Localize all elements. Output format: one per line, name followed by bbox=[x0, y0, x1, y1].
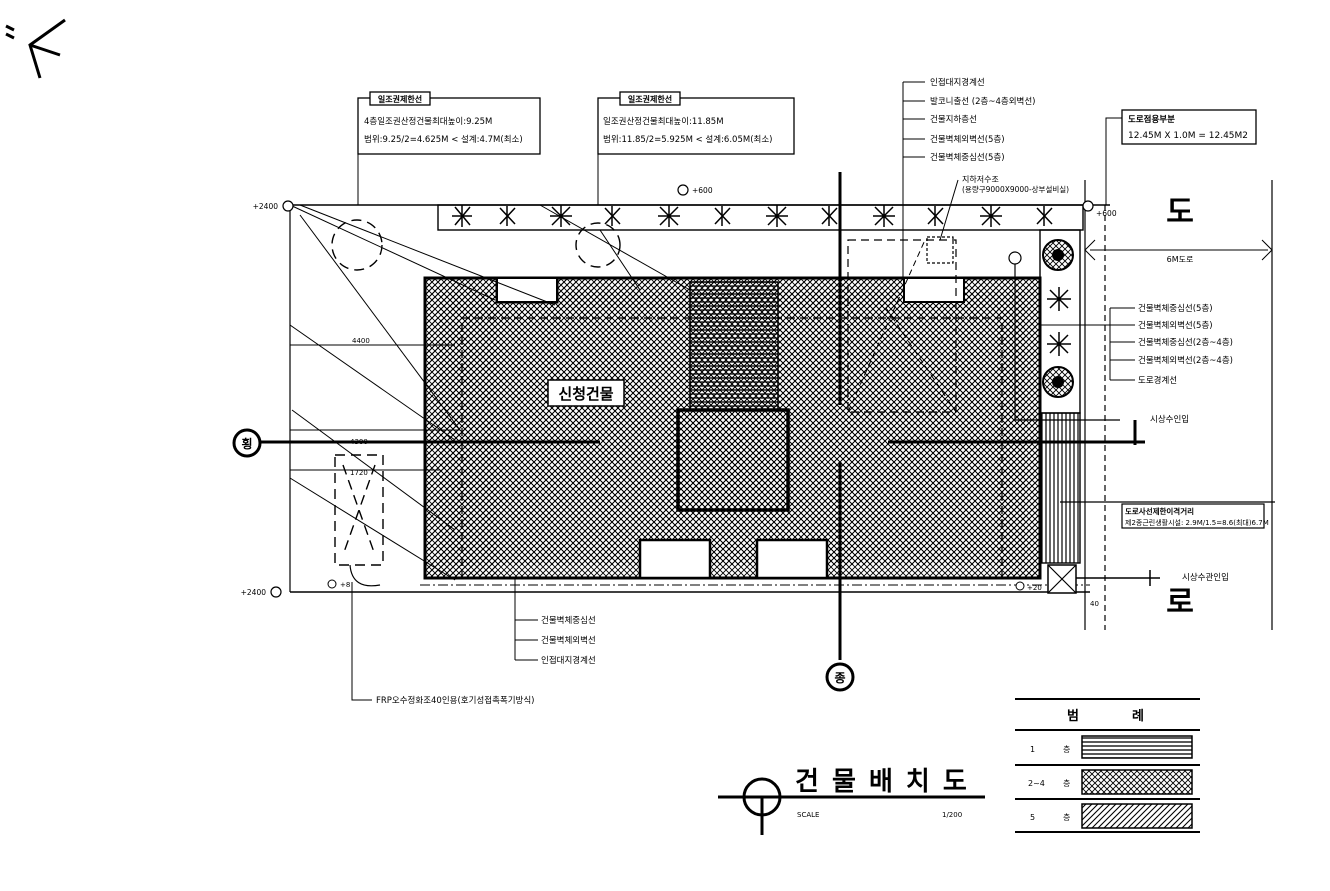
junction-note-line1: 지하저수조 bbox=[962, 174, 999, 184]
building-footprint bbox=[423, 236, 1081, 594]
sunlight-note-2-line1: 일조권산정건물최대높이:11.85M bbox=[603, 116, 724, 127]
building-label: 신청건물 bbox=[547, 379, 625, 407]
top-legend: 인접대지경계선 발코니출선 (2층~4층외벽선) 건물지하층선 건물벽체외벽선(… bbox=[902, 77, 1035, 280]
water-in-top: 시상수인입 bbox=[1150, 414, 1189, 425]
junction-note-line2: (용량구9000X9000-상부설비실) bbox=[962, 184, 1069, 194]
bottom-legend-0: 건물벽체중심선 bbox=[541, 615, 596, 626]
road-area-label: 도로점용부분 bbox=[1128, 114, 1175, 125]
sunlight-note-1: 일조권제한선 4층일조권산정건물최대높이:9.25M 범위:9.25/2=4.6… bbox=[357, 91, 541, 205]
section-marker-horizontal: 횡 bbox=[232, 428, 262, 458]
dimension-labels: 4400 4300 1720 bbox=[350, 337, 370, 477]
right-legend: 건물벽체중심선(5층) 건물벽체외벽선(5층) 건물벽체중심선(2층~4층) 건… bbox=[1040, 303, 1233, 386]
right-legend-2: 건물벽체중심선(2층~4층) bbox=[1138, 337, 1233, 348]
elev-br-small: +20 bbox=[1027, 584, 1042, 592]
dim-0: 4400 bbox=[352, 337, 370, 345]
legend-header-1: 범 bbox=[1067, 708, 1079, 724]
legend-swatch-crosshatch bbox=[1081, 769, 1193, 795]
sunlight-note-1-label: 일조권제한선 bbox=[378, 94, 422, 104]
dim-1: 4300 bbox=[350, 438, 368, 446]
shrub-icon bbox=[1042, 239, 1074, 398]
landscape-strip bbox=[437, 204, 1084, 231]
legend-row-2-unit: 층 bbox=[1063, 813, 1070, 822]
road-label: 도 6M도로 로 bbox=[1084, 195, 1273, 620]
drawing-title: 건 물 배 치 도 SCALE 1/200 bbox=[718, 767, 985, 835]
right-legend-3: 건물벽체외벽선(2층~4층) bbox=[1138, 355, 1233, 366]
scale-label: SCALE bbox=[797, 811, 819, 819]
sunlight-note-2: 일조권제한선 일조권산정건물최대높이:11.85M 범위:11.85/2=5.9… bbox=[597, 91, 795, 205]
parking-area bbox=[331, 219, 621, 566]
north-arrow-icon bbox=[5, 18, 66, 79]
septic-text: FRP오수정화조40인용(호기성접촉폭기방식) bbox=[376, 695, 535, 706]
water-in-bottom: 시상수관인입 bbox=[1182, 572, 1229, 583]
setback-label: 도로사선제한이격거리 bbox=[1125, 506, 1194, 516]
road-char-2: 로 bbox=[1166, 585, 1194, 620]
elevation-markers: +2400 +2400 +600 +600 +8 +20 40 bbox=[241, 184, 1117, 608]
legend-swatch-diagonal bbox=[1081, 803, 1193, 829]
parking-curb bbox=[349, 564, 381, 587]
setback-note: 도로사선제한이격거리 제2종근린생활시설: 2.9M/1.5=8.6(최대)6.… bbox=[1060, 501, 1275, 529]
sunlight-note-2-label: 일조권제한선 bbox=[628, 94, 672, 104]
top-legend-4: 건물벽체중심선(5층) bbox=[930, 152, 1005, 163]
road-char-1: 도 bbox=[1166, 195, 1194, 230]
top-legend-0: 인접대지경계선 bbox=[930, 77, 985, 88]
road-area-formula: 12.45M X 1.0M = 12.45M2 bbox=[1128, 131, 1248, 141]
bottom-legend-2: 인접대지경계선 bbox=[541, 655, 596, 666]
right-legend-1: 건물벽체외벽선(5층) bbox=[1138, 320, 1213, 331]
section-marker-vertical: 종 bbox=[825, 662, 855, 692]
sunlight-note-2-line2: 범위:11.85/2=5.925M < 설계:6.05M(최소) bbox=[603, 134, 772, 145]
marker-vertical-text: 종 bbox=[834, 671, 845, 685]
right-legend-0: 건물벽체중심선(5층) bbox=[1138, 303, 1213, 314]
sunlight-note-1-line1: 4층일조권산정건물최대높이:9.25M bbox=[364, 116, 492, 127]
bottom-legend-1: 건물벽체외벽선 bbox=[541, 635, 596, 646]
scale-value: 1/200 bbox=[942, 811, 962, 819]
road-width: 6M도로 bbox=[1167, 255, 1194, 264]
top-legend-1: 발코니출선 (2층~4층외벽선) bbox=[930, 96, 1035, 107]
septic-note: FRP오수정화조40인용(호기성접촉폭기방식) bbox=[351, 582, 535, 706]
legend-row-2-floor: 5 bbox=[1030, 813, 1035, 822]
top-legend-2: 건물지하층선 bbox=[930, 114, 977, 125]
elev-top-mid: +600 bbox=[692, 186, 713, 195]
legend-header-2: 례 bbox=[1132, 708, 1144, 724]
legend-swatch-horizontal bbox=[1081, 735, 1193, 759]
elev-tl: +2400 bbox=[253, 202, 279, 211]
water-supply-note-bottom: 시상수관인입 bbox=[1076, 570, 1229, 586]
title-text: 건 물 배 치 도 bbox=[795, 767, 969, 797]
marker-horizontal-text: 횡 bbox=[241, 436, 252, 451]
elev-right-40: 40 bbox=[1090, 600, 1099, 608]
bottom-legend: 건물벽체중심선 건물벽체외벽선 인접대지경계선 bbox=[514, 578, 596, 666]
junction-note: 지하저수조 (용량구9000X9000-상부설비실) bbox=[939, 174, 1069, 241]
dim-2: 1720 bbox=[350, 469, 368, 477]
sunlight-note-1-line2: 범위:9.25/2=4.625M < 설계:4.7M(최소) bbox=[364, 134, 523, 145]
legend-row-1-floor: 2~4 bbox=[1028, 779, 1045, 788]
legend-table: 범 례 1 층 2~4 층 5 층 bbox=[1015, 698, 1200, 833]
section-lines bbox=[252, 172, 1145, 660]
legend-row-1-unit: 층 bbox=[1063, 779, 1070, 788]
road-area-note: 도로점용부분 12.45M X 1.0M = 12.45M2 bbox=[1105, 109, 1257, 205]
elev-bl: +2400 bbox=[241, 588, 267, 597]
top-legend-3: 건물벽체외벽선(5층) bbox=[930, 134, 1005, 145]
right-legend-4: 도로경계선 bbox=[1138, 375, 1177, 386]
elev-bl-small: +8 bbox=[340, 581, 350, 589]
legend-row-0-unit: 층 bbox=[1063, 745, 1070, 754]
setback-formula: 제2종근린생활시설: 2.9M/1.5=8.6(최대)6.7M bbox=[1125, 518, 1269, 527]
legend-row-0-floor: 1 bbox=[1030, 745, 1035, 754]
elev-top-right: +600 bbox=[1096, 209, 1117, 218]
building-label-text: 신청건물 bbox=[558, 385, 613, 403]
water-supply-note-top: 시상수인입 bbox=[1008, 251, 1189, 425]
tree-icon bbox=[452, 205, 1071, 356]
